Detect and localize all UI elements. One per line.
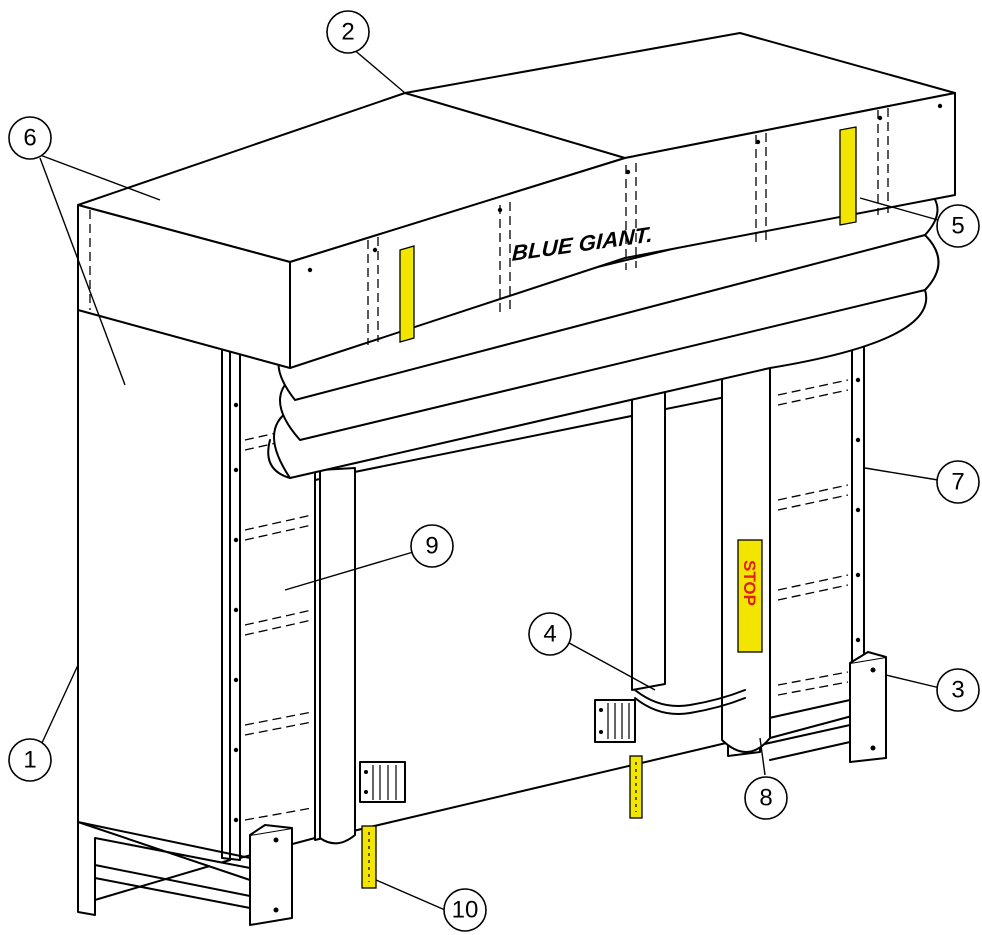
floor-guide-left [361, 825, 377, 889]
callout-4-label: 4 [543, 621, 556, 648]
callout-8: 8 [744, 776, 788, 820]
callout-3: 3 [936, 668, 980, 712]
callout-5: 5 [936, 204, 980, 248]
stop-label-patch: STOP [737, 539, 763, 653]
cable [634, 689, 746, 707]
left-base-frame [77, 821, 293, 926]
callout-10-label: 10 [452, 897, 479, 924]
floor-guide-right [629, 755, 643, 819]
cable-2 [634, 697, 746, 715]
callout-9-label: 9 [425, 533, 438, 560]
callout-8-label: 8 [759, 785, 772, 812]
head-pads [267, 187, 940, 479]
left-vertical-pad [319, 467, 356, 845]
callout-1-label: 1 [23, 747, 36, 774]
callout-6: 6 [8, 116, 52, 160]
callout-6-label: 6 [23, 125, 36, 152]
stop-label: STOP [740, 560, 759, 606]
door-opening [314, 389, 761, 841]
left-side-curtain [77, 304, 316, 906]
callout-4: 4 [528, 612, 572, 656]
warning-stripe-left [399, 245, 415, 343]
callout-7: 7 [936, 460, 980, 504]
callout-9: 9 [410, 524, 454, 568]
callout-1: 1 [8, 738, 52, 782]
bumper-left [359, 761, 406, 803]
callout-10: 10 [443, 888, 487, 932]
callout-5-label: 5 [951, 213, 964, 240]
callout-2-label: 2 [341, 19, 354, 46]
callout-2: 2 [326, 10, 370, 54]
bumper-right [594, 699, 636, 743]
warning-stripe-right [839, 126, 857, 226]
callout-3-label: 3 [951, 677, 964, 704]
callout-7-label: 7 [951, 469, 964, 496]
